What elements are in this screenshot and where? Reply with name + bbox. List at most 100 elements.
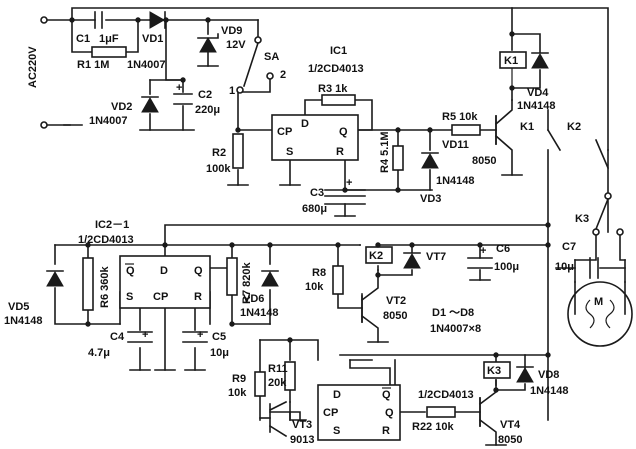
label-k1-contact: K1 — [520, 121, 534, 133]
ic22-pin-s: S — [333, 425, 340, 437]
c5-plus: + — [197, 329, 203, 341]
label-vd2: VD2 — [111, 101, 132, 113]
ic21-pin-q-right: Q — [194, 265, 203, 277]
label-r6: R6 360k — [99, 266, 111, 308]
diode-vd5 — [46, 270, 64, 287]
ic22-pin-q: Q — [385, 407, 394, 419]
label-c1: C1 — [76, 33, 90, 45]
label-vt2: VT2 — [386, 295, 406, 307]
label-c7-value: 10μ — [555, 261, 574, 273]
junction-dots — [69, 17, 551, 393]
capacitor-c1 — [94, 11, 103, 29]
label-ic1: IC1 — [330, 45, 347, 57]
resistor-r7 — [226, 257, 238, 296]
label-k2-contact: K2 — [567, 121, 581, 133]
c2-plus: + — [176, 82, 182, 94]
relay-coil-k3 — [483, 361, 511, 379]
label-vt3-value: 9013 — [290, 434, 314, 446]
label-vd1: VD1 — [142, 33, 163, 45]
ic1-pin-d: D — [301, 118, 309, 130]
label-vd8-value: 1N4148 — [530, 385, 569, 397]
ic2-1-flipflop — [119, 255, 211, 309]
label-ic1-type: 1/2CD4013 — [308, 63, 364, 75]
wires — [46, 7, 626, 446]
label-c2-value: 220μ — [195, 104, 220, 116]
relay-contact-k1 — [546, 109, 562, 152]
label-vt3: VT3 — [292, 419, 312, 431]
capacitor-c5 — [182, 331, 208, 343]
ic1-pin-q: Q — [339, 126, 348, 138]
label-c3: C3 — [310, 187, 324, 199]
label-vd9-value: 12V — [226, 39, 246, 51]
resistor-r3 — [321, 94, 356, 106]
ic21-pin-d: D — [160, 265, 168, 277]
motor — [567, 281, 633, 347]
label-d1-d8: D1 ～D8 — [432, 307, 474, 319]
label-vd1-value: 1N4007 — [127, 59, 166, 71]
label-r22: R22 10k — [412, 421, 454, 433]
c6-plus: + — [480, 245, 486, 257]
label-d1-d8-value: 1N4007×8 — [430, 323, 481, 335]
label-r11-value: 20k — [268, 377, 287, 389]
label-sa: SA — [264, 51, 279, 63]
label-c5-value: 10μ — [210, 347, 229, 359]
label-c2: C2 — [198, 89, 212, 101]
ic1-flipflop — [271, 114, 359, 161]
label-r7: R7 820k — [241, 262, 253, 304]
label-k1-coil: K1 — [504, 55, 518, 67]
label-k3-contact: K3 — [575, 213, 589, 225]
label-vd2-value: 1N4007 — [89, 115, 128, 127]
label-vd6-value: 1N4148 — [240, 307, 279, 319]
label-vd8: VD8 — [538, 369, 559, 381]
resistor-r2 — [232, 133, 244, 169]
ic22-pin-qbar: Q — [382, 389, 391, 401]
switch-sa — [236, 36, 274, 94]
capacitor-c3 — [324, 195, 366, 217]
label-r9-value: 10k — [228, 387, 247, 399]
diode-vt7 — [403, 252, 421, 269]
label-vd5: VD5 — [8, 301, 29, 313]
label-c1-value: 1μF — [99, 33, 119, 45]
ic1-pin-r: R — [336, 146, 344, 158]
label-k2-coil: K2 — [369, 250, 383, 262]
transistor-vt3 — [259, 400, 288, 438]
ac-input-terminals — [40, 16, 48, 129]
label-vd4-value: 1N4148 — [517, 100, 556, 112]
capacitor-c2 — [173, 93, 193, 105]
label-sa-pos2: 2 — [280, 69, 286, 81]
ic21-pin-r: R — [194, 291, 202, 303]
label-r11: R11 — [268, 363, 288, 375]
label-ic2-1-type: 1/2CD4013 — [78, 234, 134, 246]
resistor-r9 — [254, 371, 266, 397]
capacitor-c7 — [589, 257, 599, 279]
label-vd4: VD4 — [527, 87, 549, 99]
label-vt7: VT7 — [426, 251, 446, 263]
zener-diode-vd9 — [197, 33, 219, 53]
ic1-pin-s: S — [286, 146, 293, 158]
resistor-r1 — [91, 46, 127, 58]
diode-vd2 — [141, 96, 159, 113]
relay-coil-k1 — [499, 51, 527, 69]
ic21-pin-q-left: Q — [126, 265, 135, 277]
ic1-pin-cp: CP — [277, 126, 292, 138]
relay-contact-k3 — [592, 197, 624, 236]
label-vt2-value: 8050 — [383, 310, 407, 322]
label-ic2-2-type: 1/2CD4013 — [418, 389, 474, 401]
label-vd11-value: 8050 — [472, 155, 496, 167]
label-vd5-value: 1N4148 — [4, 315, 43, 327]
capacitor-c4 — [127, 331, 153, 343]
ic21-pin-s: S — [126, 291, 133, 303]
label-r2: R2 — [212, 147, 226, 159]
label-vt4: VT4 — [500, 419, 521, 431]
label-r8-value: 10k — [305, 281, 324, 293]
resistor-r22 — [426, 406, 456, 418]
label-c4-value: 4.7μ — [88, 347, 110, 359]
label-r4: R4 5.1M — [379, 131, 391, 173]
c3-plus: + — [346, 177, 352, 189]
label-r2-value: 100k — [206, 163, 231, 175]
resistor-r6 — [82, 257, 94, 311]
label-c5: C5 — [212, 331, 226, 343]
label-sa-pos1: 1 — [229, 85, 235, 97]
label-c6: C6 — [496, 243, 510, 255]
ic22-pin-r: R — [382, 425, 390, 437]
